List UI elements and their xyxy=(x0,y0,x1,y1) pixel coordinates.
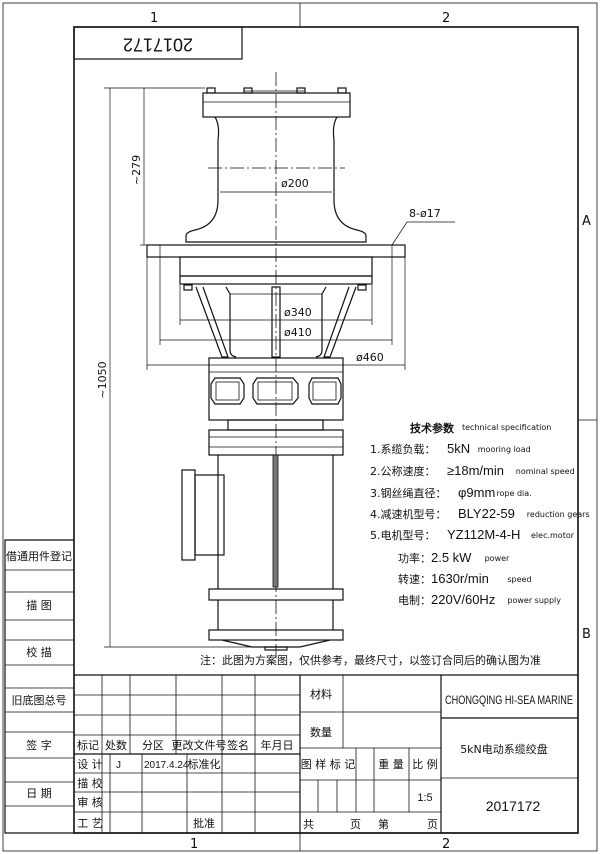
spec-value: 220V/60Hz xyxy=(431,592,495,607)
electric-motor xyxy=(181,454,344,651)
product-name: 5kN电动系缆绞盘 xyxy=(460,742,548,756)
mirrored-number-box xyxy=(73,26,243,60)
dim-bolt-holes: 8-ø17 xyxy=(409,207,441,220)
spec-english: speed xyxy=(507,575,531,584)
spec-label: 电制： xyxy=(398,594,431,607)
svg-text:2017.4.24: 2017.4.24 xyxy=(144,760,189,771)
svg-text:描 校: 描 校 xyxy=(77,776,103,790)
spec-value: YZ112M-4-H xyxy=(447,527,520,542)
svg-text:标记: 标记 xyxy=(77,738,99,752)
svg-text:材料: 材料 xyxy=(310,687,332,701)
dimension-lines xyxy=(104,87,455,648)
spec-title-cn: 技术参数 xyxy=(410,421,455,435)
spec-value: 2.5 kW xyxy=(431,550,472,565)
svg-text:年月日: 年月日 xyxy=(261,738,294,752)
spec-english: reduction gears xyxy=(527,510,590,519)
strip-label: 旧底图总号 xyxy=(12,693,67,707)
svg-text:签名: 签名 xyxy=(227,738,249,752)
dim-460: ø460 xyxy=(356,351,384,364)
svg-text:比 例: 比 例 xyxy=(412,757,438,771)
spec-english: elec.motor xyxy=(531,531,575,540)
svg-text:工 艺: 工 艺 xyxy=(77,817,103,830)
grid-col-1-bottom: 1 xyxy=(190,837,198,852)
reduction-gearbox xyxy=(208,357,344,456)
grid-col-2: 2 xyxy=(442,11,450,26)
spec-row: 1.系缆负载： 5kN mooring load xyxy=(370,441,531,456)
spec-value: ≥18m/min xyxy=(447,463,504,478)
spec-title-en: technical specification xyxy=(462,423,551,432)
spec-english: power xyxy=(485,554,510,563)
technical-specification: 技术参数 technical specification xyxy=(410,421,551,435)
svg-text:标准化: 标准化 xyxy=(188,757,221,771)
spec-label: 3.钢丝绳直径： xyxy=(370,486,447,500)
spec-english: nominal speed xyxy=(516,467,575,476)
side-strip: 借通用件登记 描 图 校 描 旧底图总号 签 字 日 期 xyxy=(4,539,74,834)
dim-cap-height: ~279 xyxy=(130,155,143,185)
drawing-number: 2017172 xyxy=(486,798,541,814)
svg-text:图 样 标 记: 图 样 标 记 xyxy=(301,757,356,771)
spec-label: 4.减速机型号： xyxy=(370,507,447,521)
dim-340: ø340 xyxy=(284,306,312,319)
dim-drum-dia: ø200 xyxy=(281,177,309,190)
svg-text:第: 第 xyxy=(378,817,389,831)
mirrored-drawing-number: 2017172 xyxy=(123,34,193,54)
svg-text:批准: 批准 xyxy=(193,816,215,830)
capstan-drum xyxy=(185,87,367,243)
spec-label: 功率： xyxy=(398,551,431,565)
spec-value: φ9mm xyxy=(458,485,495,500)
drawing-note: 注：此图为方案图，仅供参考，最终尺寸，以签订合同后的确认图为准 xyxy=(200,653,541,667)
svg-text:处数: 处数 xyxy=(105,739,127,752)
spec-row: 2.公称速度： ≥18m/min nominal speed xyxy=(370,463,575,478)
spec-row: 电制：220V/60Hz power supply xyxy=(398,592,561,607)
spec-label: 2.公称速度： xyxy=(370,464,436,478)
spec-value: 5kN xyxy=(447,441,470,456)
strip-label: 描 图 xyxy=(26,598,52,612)
spec-value: 1630r/min xyxy=(431,571,489,586)
spec-english: mooring load xyxy=(478,445,531,454)
strip-label: 借通用件登记 xyxy=(6,549,72,563)
base-plate xyxy=(146,244,406,358)
dim-410: ø410 xyxy=(284,326,312,339)
svg-text:分区: 分区 xyxy=(142,739,164,752)
spec-row: 4.减速机型号： BLY22-59 reduction gears xyxy=(370,506,590,521)
svg-text:审 核: 审 核 xyxy=(77,795,103,809)
spec-row: 5.电机型号： YZ112M-4-H elec.motor xyxy=(370,527,575,542)
grid-col-1: 1 xyxy=(150,11,158,26)
grid-row-b: B xyxy=(582,627,591,642)
dim-overall-height: ~1050 xyxy=(96,361,109,398)
svg-text:重 量: 重 量 xyxy=(378,757,404,771)
strip-label: 签 字 xyxy=(26,738,52,752)
spec-label: 转速： xyxy=(398,572,431,586)
spec-english: rope dia. xyxy=(496,489,531,498)
svg-text:数量: 数量 xyxy=(310,726,332,739)
grid-col-2-bottom: 2 xyxy=(442,837,450,852)
svg-text:页: 页 xyxy=(427,818,438,831)
grid-row-a: A xyxy=(582,214,591,229)
strip-label: 校 描 xyxy=(26,645,52,659)
strip-label: 日 期 xyxy=(26,787,52,800)
spec-english: power supply xyxy=(507,596,561,605)
spec-label: 5.电机型号： xyxy=(370,528,436,542)
spec-row: 功率：2.5 kW power xyxy=(398,550,510,565)
scale-value: 1:5 xyxy=(417,792,432,804)
spec-label: 1.系缆负载： xyxy=(370,442,436,456)
svg-text:设 计: 设 计 xyxy=(77,758,103,771)
spec-row: 转速：1630r/min speed xyxy=(398,571,532,586)
title-block: 标记 处数 分区 更改文件号 签名 年月日 设 计 J 2017.4.24 标准… xyxy=(74,674,578,834)
svg-text:更改文件号: 更改文件号 xyxy=(172,738,227,752)
svg-text:J: J xyxy=(116,760,121,771)
svg-text:共: 共 xyxy=(303,818,314,831)
company-name: CHONGQING HI-SEA MARINE xyxy=(445,693,573,707)
spec-value: BLY22-59 xyxy=(458,506,515,521)
svg-text:页: 页 xyxy=(350,818,361,831)
